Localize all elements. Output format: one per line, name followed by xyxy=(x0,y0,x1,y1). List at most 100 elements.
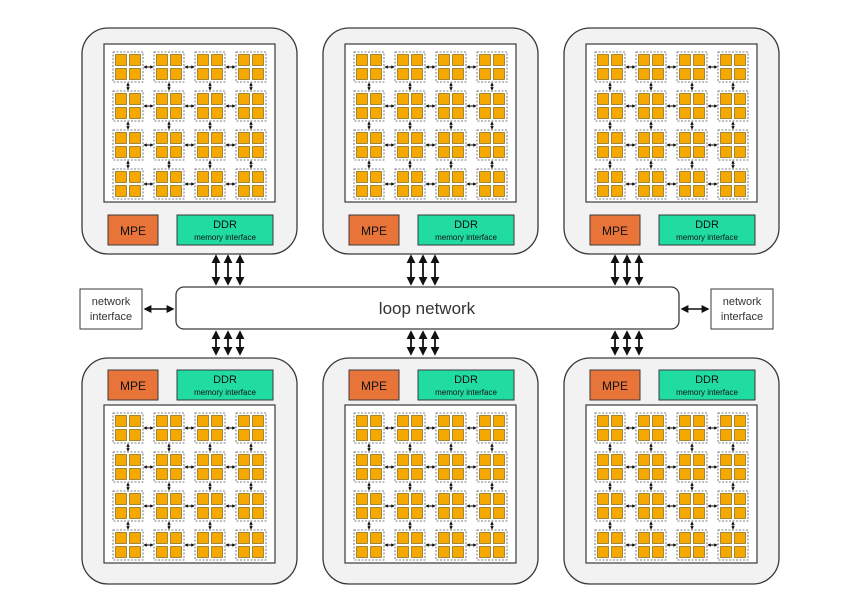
mpe-label: MPE xyxy=(120,224,146,238)
core xyxy=(411,146,423,158)
core xyxy=(452,93,464,105)
core xyxy=(356,132,368,144)
core xyxy=(611,93,623,105)
core xyxy=(597,429,609,441)
core xyxy=(452,532,464,544)
core xyxy=(438,132,450,144)
core xyxy=(129,107,141,119)
core xyxy=(438,429,450,441)
core xyxy=(479,546,491,558)
core xyxy=(370,171,382,183)
core xyxy=(211,54,223,66)
core xyxy=(493,68,505,80)
core xyxy=(734,493,746,505)
core-group xyxy=(194,51,226,83)
core xyxy=(129,93,141,105)
core xyxy=(597,171,609,183)
core xyxy=(493,107,505,119)
core-group xyxy=(194,129,226,161)
core xyxy=(170,468,182,480)
core xyxy=(115,146,127,158)
core xyxy=(652,146,664,158)
core xyxy=(211,68,223,80)
core-group xyxy=(676,51,708,83)
core xyxy=(638,171,650,183)
core xyxy=(638,132,650,144)
core xyxy=(734,68,746,80)
core xyxy=(720,493,732,505)
core xyxy=(197,107,209,119)
core xyxy=(638,54,650,66)
core-group xyxy=(476,490,508,522)
core xyxy=(734,93,746,105)
core xyxy=(356,493,368,505)
core-group xyxy=(635,490,667,522)
core xyxy=(397,68,409,80)
core xyxy=(597,146,609,158)
core-group xyxy=(476,90,508,122)
core xyxy=(197,93,209,105)
core xyxy=(479,532,491,544)
core xyxy=(211,146,223,158)
core xyxy=(452,54,464,66)
core xyxy=(693,532,705,544)
core xyxy=(452,507,464,519)
core xyxy=(693,93,705,105)
core xyxy=(370,185,382,197)
core xyxy=(156,507,168,519)
core xyxy=(693,107,705,119)
core-group xyxy=(235,529,267,561)
core xyxy=(411,171,423,183)
core xyxy=(638,146,650,158)
core xyxy=(238,107,250,119)
core xyxy=(370,54,382,66)
core xyxy=(197,454,209,466)
core xyxy=(115,468,127,480)
core xyxy=(356,54,368,66)
core xyxy=(252,468,264,480)
core xyxy=(693,429,705,441)
core xyxy=(197,468,209,480)
core-group xyxy=(153,129,185,161)
mpe-box xyxy=(589,214,641,246)
core xyxy=(370,507,382,519)
core-group xyxy=(235,490,267,522)
core xyxy=(679,171,691,183)
core xyxy=(115,54,127,66)
core-group xyxy=(194,90,226,122)
mpe-label: MPE xyxy=(120,379,146,393)
core-group xyxy=(235,451,267,483)
core xyxy=(438,454,450,466)
core xyxy=(652,171,664,183)
core-group xyxy=(635,90,667,122)
core xyxy=(170,54,182,66)
core-group xyxy=(353,168,385,200)
core xyxy=(252,429,264,441)
core xyxy=(679,54,691,66)
core xyxy=(370,146,382,158)
core xyxy=(734,132,746,144)
core xyxy=(652,532,664,544)
core xyxy=(720,68,732,80)
core xyxy=(170,146,182,158)
core xyxy=(411,507,423,519)
core xyxy=(734,454,746,466)
core xyxy=(638,468,650,480)
core xyxy=(129,132,141,144)
core-group xyxy=(594,51,626,83)
core-group xyxy=(676,529,708,561)
core xyxy=(129,171,141,183)
core-group xyxy=(194,490,226,522)
core xyxy=(356,185,368,197)
core-group xyxy=(717,412,749,444)
core-group xyxy=(676,490,708,522)
core-group xyxy=(717,90,749,122)
core xyxy=(679,468,691,480)
core xyxy=(170,429,182,441)
core-group xyxy=(194,451,226,483)
core xyxy=(638,68,650,80)
core xyxy=(238,68,250,80)
core xyxy=(638,532,650,544)
